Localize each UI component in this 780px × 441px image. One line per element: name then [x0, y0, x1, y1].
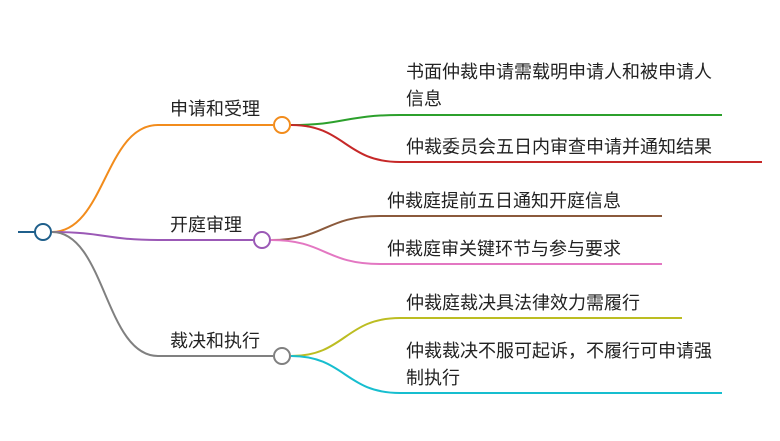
leaf-1-1-curve: [270, 239, 662, 265]
root-node: [34, 223, 52, 241]
leaf-label-1-0: 仲裁庭提前五日通知开庭信息: [387, 191, 621, 212]
leaf-2-0-curve: [290, 317, 682, 357]
leaf-label-0-0: 书面仲裁申请需载明申请人和被申请人信息: [406, 62, 712, 110]
leaf-label-2-1: 仲裁裁决不服可起诉，不履行可申请强制执行: [406, 341, 712, 389]
branch-1-curve: [51, 231, 253, 241]
leaf-1-0-curve: [270, 215, 662, 241]
branch-0-curve: [51, 124, 273, 233]
leaf-0-0-curve: [290, 114, 722, 126]
branch-0-node: [273, 116, 291, 134]
branch-1-node: [253, 231, 271, 249]
branch-label-hearing: 开庭审理: [170, 215, 242, 236]
branch-label-award: 裁决和执行: [170, 331, 260, 352]
leaf-label-1-1: 仲裁庭审关键环节与参与要求: [387, 239, 621, 260]
branch-2-node: [273, 347, 291, 365]
leaf-label-2-0: 仲裁庭裁决具法律效力需履行: [406, 293, 640, 314]
branch-2-curve: [51, 231, 273, 357]
leaf-0-1-curve: [290, 124, 762, 163]
branch-label-application: 申请和受理: [170, 99, 260, 120]
leaf-label-0-1: 仲裁委员会五日内审查申请并通知结果: [406, 137, 712, 158]
leaf-2-1-curve: [290, 355, 722, 394]
